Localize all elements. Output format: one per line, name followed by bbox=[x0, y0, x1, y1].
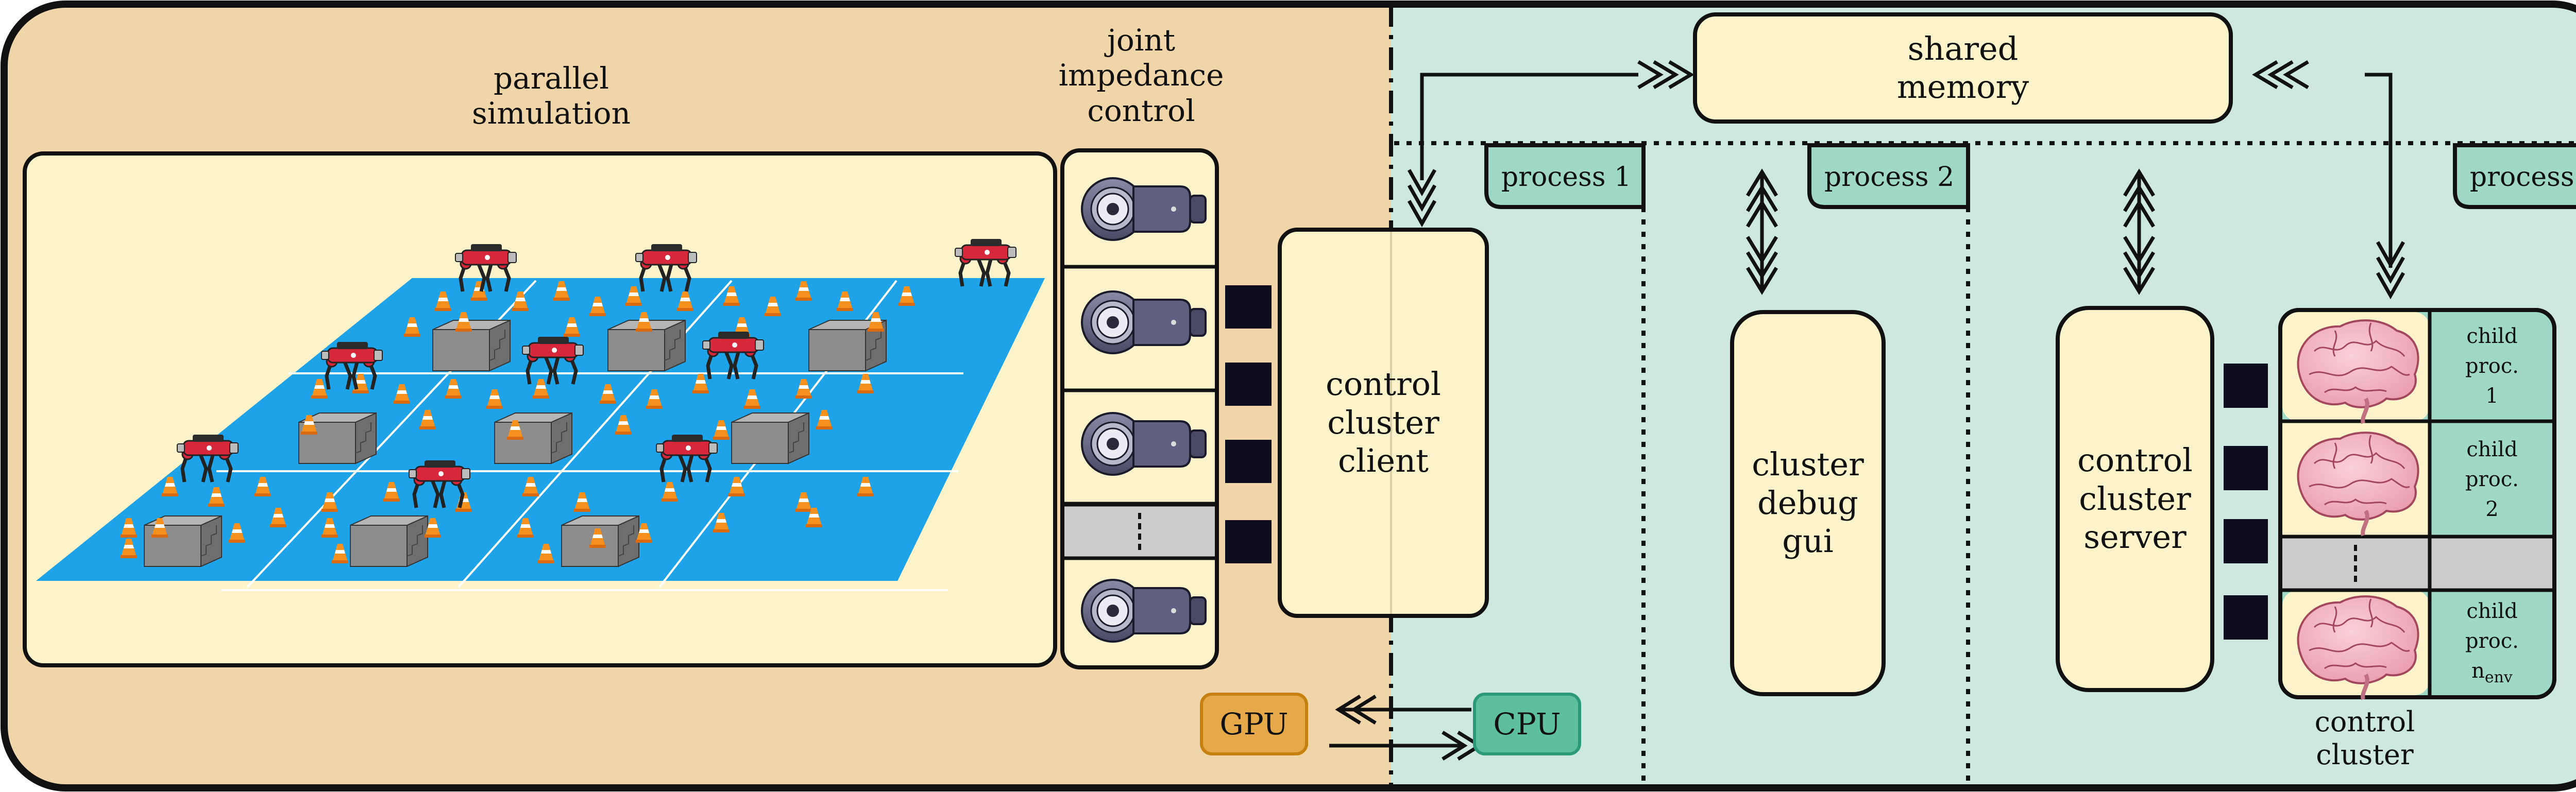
simulation-scene bbox=[36, 239, 1045, 591]
child-proc-n-subscript: env bbox=[2484, 668, 2513, 686]
control-cluster-server-label: control cluster server bbox=[2077, 441, 2193, 556]
control-cluster-label: control cluster bbox=[2314, 705, 2415, 771]
child-proc-2-line1: child bbox=[2466, 438, 2518, 461]
cpu-chip-bg bbox=[1473, 693, 1581, 755]
actuator-icon-3 bbox=[1081, 412, 1207, 476]
actuator-icon-4 bbox=[1081, 579, 1207, 643]
process-3-label: process 3 bbox=[2469, 162, 2576, 193]
process-tab-1 bbox=[1484, 143, 1646, 209]
control-cluster-client-box bbox=[1278, 228, 1489, 618]
process-2-label: process 2 bbox=[1824, 162, 1955, 193]
actuator-icon-1 bbox=[1081, 177, 1207, 241]
child-proc-n-label: child proc. nenv bbox=[2431, 596, 2553, 689]
process-1-label: process 1 bbox=[1501, 162, 1632, 193]
shared-memory-box bbox=[1693, 12, 2233, 124]
gpu-chip-bg bbox=[1200, 693, 1308, 755]
joint-impedance-control-label: joint impedance control bbox=[1058, 23, 1224, 128]
shared-memory-label: shared memory bbox=[1896, 29, 2029, 106]
gpu-chip-label: GPU bbox=[1219, 707, 1289, 742]
child-proc-2-line2: proc. bbox=[2465, 468, 2519, 491]
cpu-connectors bbox=[2224, 364, 2268, 640]
child-proc-n-line2: proc. bbox=[2465, 629, 2519, 653]
child-proc-2-line3: 2 bbox=[2485, 497, 2499, 521]
control-cluster-server-box bbox=[2056, 306, 2214, 692]
child-proc-n-base: n bbox=[2471, 659, 2485, 683]
process-tab-3 bbox=[2453, 143, 2576, 209]
actuator-icon-2 bbox=[1081, 290, 1207, 354]
child-proc-1-label: child proc. 1 bbox=[2431, 321, 2553, 411]
child-proc-1-line1: child bbox=[2466, 324, 2518, 348]
process-tab-2 bbox=[1807, 143, 1970, 209]
control-cluster-client-label: control cluster client bbox=[1326, 365, 1441, 480]
child-proc-n-line1: child bbox=[2466, 599, 2518, 623]
cluster-debug-gui-box bbox=[1730, 310, 1886, 696]
child-proc-1-line2: proc. bbox=[2465, 354, 2519, 378]
child-proc-1-line3: 1 bbox=[2485, 384, 2499, 408]
cluster-debug-gui-label: cluster debug gui bbox=[1752, 445, 1864, 560]
data-arrows bbox=[1329, 60, 2405, 761]
cpu-chip-label: CPU bbox=[1493, 707, 1561, 742]
child-proc-n-line3: nenv bbox=[2431, 656, 2553, 689]
joint-impedance-stack bbox=[1060, 148, 1219, 669]
parallel-simulation-label: parallel simulation bbox=[472, 61, 631, 131]
control-cluster-stack bbox=[2278, 308, 2556, 699]
child-proc-2-label: child proc. 2 bbox=[2431, 435, 2553, 524]
gpu-connectors bbox=[1225, 285, 1272, 563]
